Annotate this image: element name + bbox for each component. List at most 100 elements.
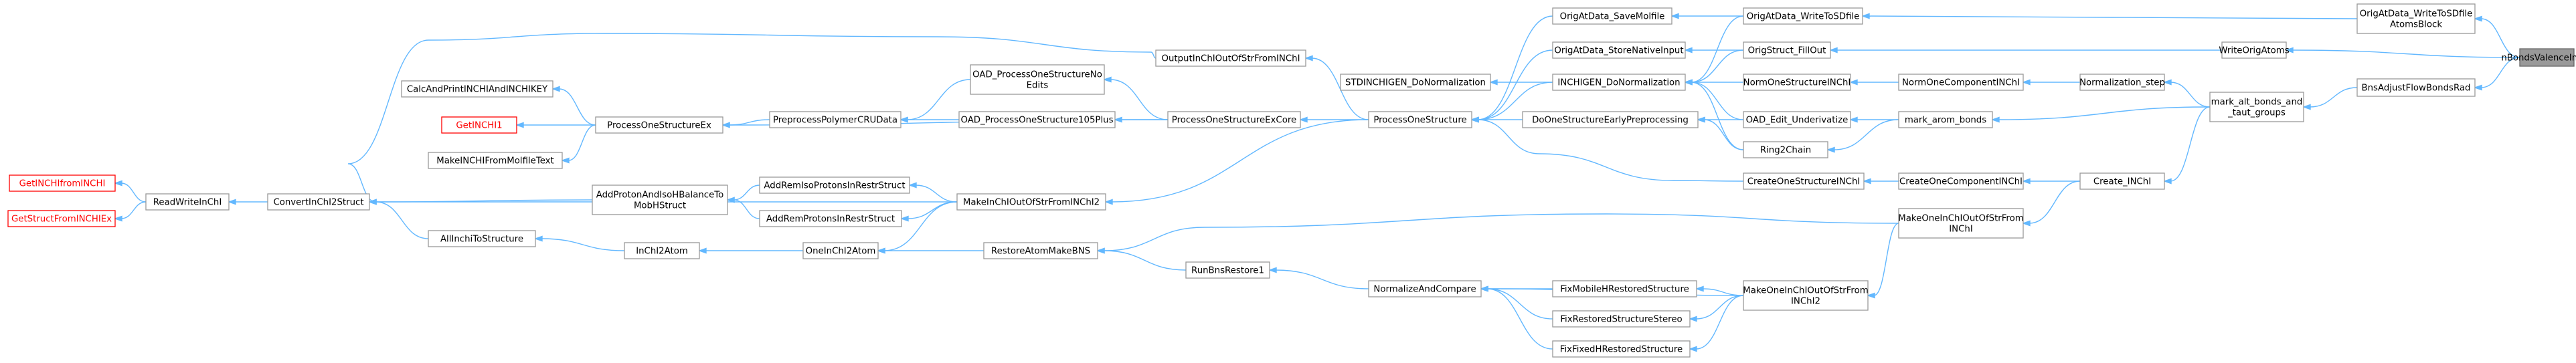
edge-arrowhead — [2284, 47, 2294, 53]
node-process-one-structure-ex[interactable]: ProcessOneStructureEx — [595, 116, 723, 134]
edge-line — [1111, 119, 1369, 203]
node-norm-one-component-inch-i[interactable]: NormOneComponentINChI — [1898, 74, 2024, 91]
node-calc-and-print-inchiand-inchikey[interactable]: CalcAndPrintINCHIAndINCHIKEY — [401, 80, 553, 98]
node-get-struct-from-inchiex[interactable]: GetStructFromINCHIEx — [7, 210, 116, 227]
edge-line — [1275, 269, 1369, 289]
node-orig-at-data-save-molfile[interactable]: OrigAtData_SaveMolfile — [1552, 7, 1672, 25]
node-fix-fixed-hrestored-structure[interactable]: FixFixedHRestoredStructure — [1552, 340, 1691, 358]
edge-norm-one-structure-inch-i-to-norm-one-component-inch-i — [1849, 79, 1899, 86]
edge-arrowhead — [1479, 285, 1488, 292]
node-mark-arom-bonds[interactable]: mark_arom_bonds — [1898, 111, 1993, 128]
node-label: ConvertInChI2Struct — [273, 198, 363, 208]
edge-mark-alt-bonds-and-taut-groups-to-bns-adjust-flow-bonds-rad — [2302, 87, 2358, 110]
node-label: INChI2 — [1791, 297, 1820, 307]
node-fix-restored-structure-stereo[interactable]: FixRestoredStructureStereo — [1552, 310, 1691, 328]
node-stdinchigen-do-normalization[interactable]: STDINCHIGEN_DoNormalization — [1340, 74, 1491, 91]
node-box — [1552, 310, 1691, 328]
node-label: MakeOneInChIOutOfStrFrom — [1743, 286, 1868, 296]
node-get-inchifrom-inchi[interactable]: GetINCHIfromINCHI — [9, 174, 116, 192]
edge-normalization-step-to-mark-alt-bonds-and-taut-groups — [2162, 79, 2211, 108]
node-write-orig-atoms[interactable]: WriteOrigAtoms — [2219, 41, 2290, 59]
node-label: WriteOrigAtoms — [2219, 46, 2289, 56]
node-orig-struct-fill-out[interactable]: OrigStruct_FillOut — [1743, 41, 1831, 59]
node-normalize-and-compare[interactable]: NormalizeAndCompare — [1368, 280, 1482, 297]
edge-line — [1103, 250, 1187, 271]
node-label: CreateOneStructureINChI — [1747, 177, 1861, 187]
node-box — [428, 230, 536, 247]
node-add-rem-protons-in-restr-struct[interactable]: AddRemProtonsInRestrStruct — [759, 210, 902, 227]
edge-oad-edit-underivatize-to-mark-arom-bonds — [1849, 116, 1899, 123]
node-restore-atom-make-bns[interactable]: RestoreAtomMakeBNS — [983, 242, 1098, 259]
node-norm-one-structure-inch-i[interactable]: NormOneStructureINChI — [1743, 74, 1851, 91]
edge-calc-and-print-inchiand-inchikey-to-process-one-structure-ex — [551, 86, 596, 126]
edge-line — [2480, 57, 2520, 88]
edge-arrowhead — [1683, 79, 1693, 86]
edge-line — [120, 183, 147, 203]
node-label: OutputInChIOutOfStrFromINChI — [1162, 54, 1300, 64]
node-in-ch-i2-atom[interactable]: InChI2Atom — [624, 242, 700, 259]
node-create-inch-i[interactable]: Create_INChI — [2079, 172, 2165, 190]
node-make-inchifrom-molfile-text[interactable]: MakeINCHIFromMolfileText — [428, 152, 563, 169]
edge-restore-atom-make-bns-to-run-bns-restore1 — [1096, 247, 1187, 271]
edge-arrowhead — [697, 247, 707, 254]
node-orig-at-data-store-native-input[interactable]: OrigAtData_StoreNativeInput — [1552, 41, 1686, 59]
node-inchigen-do-normalization[interactable]: INCHIGEN_DoNormalization — [1552, 74, 1686, 91]
node-box — [1552, 280, 1697, 297]
edge-do-one-structure-early-preprocessing-to-ring2-chain — [1696, 116, 1744, 150]
node-process-one-structure-ex-core[interactable]: ProcessOneStructureExCore — [1167, 111, 1301, 128]
node-preprocess-polymer-crudata[interactable]: PreprocessPolymerCRUData — [769, 111, 901, 128]
node-box — [1552, 41, 1686, 59]
node-one-in-ch-i2-atom[interactable]: OneInChI2Atom — [802, 242, 879, 259]
edge-one-in-ch-i2-atom-to-restore-atom-make-bns — [876, 247, 984, 254]
node-output-in-ch-iout-of-str-from-inch-i[interactable]: OutputInChIOutOfStrFromINChI — [1155, 49, 1306, 67]
edge-arrowhead — [876, 247, 885, 254]
edge-add-rem-iso-protons-in-restr-struct-to-make-in-ch-iout-of-str-from-inch-i2 — [908, 182, 958, 203]
node-box — [970, 64, 1105, 95]
edge-write-orig-atoms-to-n-bonds-valence-inp-at — [2284, 47, 2520, 58]
node-get-inchi1[interactable]: GetINCHI1 — [441, 116, 517, 134]
node-process-one-structure[interactable]: ProcessOneStructure — [1368, 111, 1472, 128]
node-oad-edit-underivatize[interactable]: OAD_Edit_Underivatize — [1743, 111, 1851, 128]
node-read-write-in-ch-i[interactable]: ReadWriteInChI — [145, 193, 230, 211]
node-oad-process-one-structure105-plus[interactable]: OAD_ProcessOneStructure105Plus — [958, 111, 1116, 128]
edge-line — [1998, 106, 2211, 120]
node-orig-at-data-write-to-sdfile[interactable]: OrigAtData_WriteToSDfile — [1743, 7, 1863, 25]
edge-arrowhead — [1304, 55, 1313, 62]
node-ring2-chain[interactable]: Ring2Chain — [1743, 141, 1828, 158]
edge-arrowhead — [1096, 247, 1105, 254]
edge-arrowhead — [1849, 79, 1858, 86]
node-create-one-component-inch-i[interactable]: CreateOneComponentINChI — [1898, 172, 2024, 190]
node-box — [1185, 261, 1270, 279]
node-box — [1340, 74, 1491, 91]
function-nodes: nBondsValenceInpAtOrigAtData_WriteToSDfi… — [7, 3, 2576, 358]
edge-arrowhead — [2021, 178, 2031, 185]
node-create-one-structure-inch-i[interactable]: CreateOneStructureINChI — [1743, 172, 1865, 190]
node-box — [983, 242, 1098, 259]
node-label: OrigAtData_WriteToSDfile — [2360, 9, 2473, 19]
edge-fix-mobile-hrestored-structure-to-make-one-in-ch-iout-of-str-from-inch-i2 — [1695, 285, 1744, 296]
node-label: BnsAdjustFlowBondsRad — [2362, 84, 2471, 94]
node-box — [1368, 111, 1472, 128]
node-label: MobHStruct — [634, 201, 686, 211]
edge-line — [120, 201, 147, 219]
edge-mark-arom-bonds-to-mark-alt-bonds-and-taut-groups — [1990, 106, 2211, 123]
node-add-rem-iso-protons-in-restr-struct[interactable]: AddRemIsoProtonsInRestrStruct — [759, 176, 910, 194]
node-label: INChI — [1949, 225, 1973, 235]
node-do-one-structure-early-preprocessing[interactable]: DoOneStructureEarlyPreprocessing — [1522, 111, 1699, 128]
node-mark-alt-bonds-and-taut-groups[interactable]: mark_alt_bonds_and_taut_groups — [2209, 92, 2304, 122]
node-fix-mobile-hrestored-structure[interactable]: FixMobileHRestoredStructure — [1552, 280, 1697, 297]
node-normalization-step[interactable]: Normalization_step — [2079, 74, 2165, 91]
edge-line — [1833, 119, 1899, 150]
node-bns-adjust-flow-bonds-rad[interactable]: BnsAdjustFlowBondsRad — [2356, 78, 2476, 97]
node-run-bns-restore1[interactable]: RunBnsRestore1 — [1185, 261, 1270, 279]
node-make-in-ch-iout-of-str-from-inch-i2[interactable]: MakeInChIOutOfStrFromINChI2 — [956, 193, 1106, 211]
node-all-inchi-to-structure[interactable]: AllInchiToStructure — [428, 230, 536, 247]
node-box — [267, 193, 370, 211]
node-convert-in-ch-i2-struct[interactable]: ConvertInChI2Struct — [267, 193, 370, 211]
